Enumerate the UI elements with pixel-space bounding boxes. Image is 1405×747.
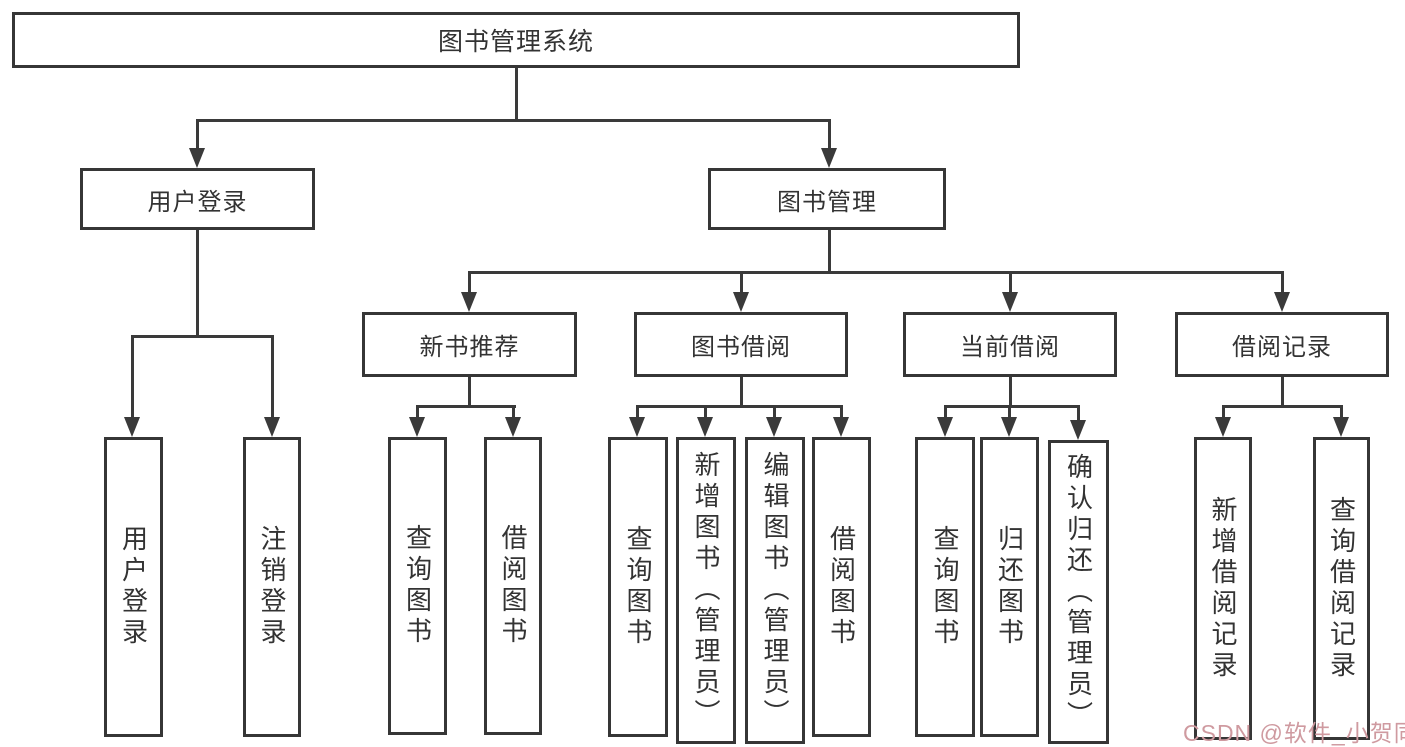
node-current-borrowing: 当前借阅 <box>903 312 1117 377</box>
leaf-edit-books-admin: 编辑图书（管理员） <box>745 437 805 744</box>
leaf-borrow-books-1: 借阅图书 <box>484 437 542 735</box>
connector-line <box>944 405 947 419</box>
arrow-down-icon <box>1333 417 1349 437</box>
leaf-query-books-2: 查询图书 <box>608 437 668 737</box>
connector-line <box>840 405 843 419</box>
arrow-down-icon <box>821 148 837 168</box>
connector-line <box>773 405 776 419</box>
connector-line <box>1340 405 1343 419</box>
connector-line <box>1008 405 1011 419</box>
node-book-management: 图书管理 <box>708 168 946 230</box>
arrow-down-icon <box>505 417 521 437</box>
connector-line <box>468 271 471 294</box>
watermark: CSDN @软件_小贺同学 <box>1183 720 1405 746</box>
leaf-logout-login: 注销登录 <box>243 437 301 737</box>
leaf-query-books-1: 查询图书 <box>388 437 447 735</box>
arrow-down-icon <box>733 292 749 312</box>
connector-line <box>512 405 515 419</box>
node-new-book-recommendation: 新书推荐 <box>362 312 577 377</box>
connector-line <box>131 335 274 338</box>
connector-line <box>704 405 707 419</box>
node-book-borrowing: 图书借阅 <box>634 312 848 377</box>
connector-line <box>1009 377 1012 408</box>
leaf-query-borrow-record: 查询借阅记录 <box>1313 437 1370 740</box>
connector-line <box>131 335 134 419</box>
arrow-down-icon <box>189 148 205 168</box>
connector-line <box>196 119 831 122</box>
leaf-add-books-admin: 新增图书（管理员） <box>676 437 736 744</box>
connector-line <box>468 271 1283 274</box>
connector-line <box>1281 271 1284 294</box>
connector-line <box>636 405 639 419</box>
connector-line <box>1222 405 1343 408</box>
leaf-confirm-return-admin: 确认归还（管理员） <box>1048 440 1109 744</box>
arrow-down-icon <box>1215 417 1231 437</box>
connector-line <box>271 335 274 419</box>
node-library-management-system: 图书管理系统 <box>12 12 1020 68</box>
node-user-login: 用户登录 <box>80 168 315 230</box>
connector-line <box>944 405 1080 408</box>
connector-line <box>416 405 516 408</box>
leaf-add-borrow-record: 新增借阅记录 <box>1194 437 1252 740</box>
connector-line <box>740 377 743 408</box>
connector-line <box>740 271 743 294</box>
connector-line <box>828 119 831 150</box>
connector-line <box>515 68 518 121</box>
connector-line <box>1281 377 1284 408</box>
arrow-down-icon <box>1070 420 1086 440</box>
connector-line <box>196 119 199 150</box>
connector-line <box>1077 405 1080 422</box>
connector-line <box>1009 271 1012 294</box>
node-borrowing-records: 借阅记录 <box>1175 312 1389 377</box>
arrow-down-icon <box>1002 292 1018 312</box>
connector-line <box>468 377 471 408</box>
leaf-return-books: 归还图书 <box>980 437 1039 737</box>
arrow-down-icon <box>1274 292 1290 312</box>
arrow-down-icon <box>766 417 782 437</box>
arrow-down-icon <box>833 417 849 437</box>
arrow-down-icon <box>1001 417 1017 437</box>
arrow-down-icon <box>697 417 713 437</box>
arrow-down-icon <box>629 417 645 437</box>
connector-line <box>1222 405 1225 419</box>
arrow-down-icon <box>409 417 425 437</box>
connector-line <box>416 405 419 419</box>
connector-line <box>196 230 199 338</box>
leaf-query-books-3: 查询图书 <box>915 437 975 737</box>
leaf-user-login: 用户登录 <box>104 437 163 737</box>
leaf-borrow-books-2: 借阅图书 <box>812 437 871 737</box>
arrow-down-icon <box>124 417 140 437</box>
connector-line <box>828 230 831 274</box>
connector-line <box>636 405 843 408</box>
arrow-down-icon <box>461 292 477 312</box>
arrow-down-icon <box>937 417 953 437</box>
arrow-down-icon <box>264 417 280 437</box>
